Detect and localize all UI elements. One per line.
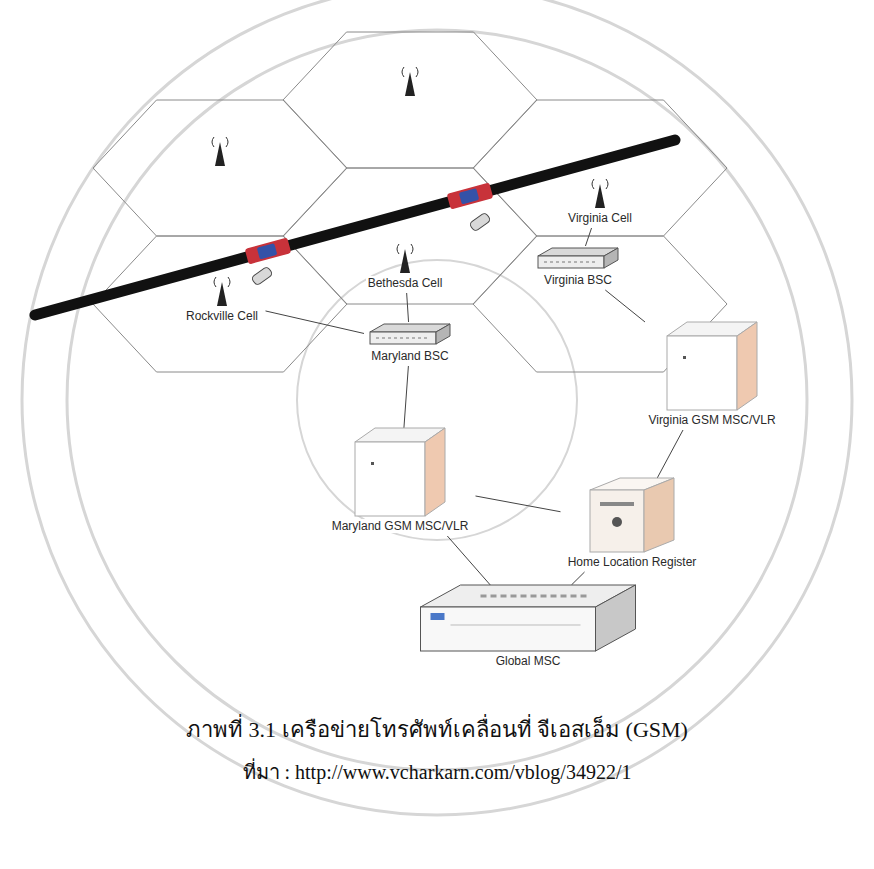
base-station-controller: Maryland BSC bbox=[364, 322, 456, 366]
figure-caption: ภาพที่ 3.1 เครือข่ายโทรศัพท์เคลื่อนที่ จ… bbox=[0, 712, 874, 747]
node-label: Virginia Cell bbox=[565, 211, 635, 226]
extra-cell-towers bbox=[212, 67, 418, 166]
network-link bbox=[476, 496, 561, 512]
icon-spacer bbox=[565, 178, 635, 211]
node-label-text: Bethesda Cell bbox=[366, 276, 445, 290]
watermark-seal bbox=[22, 0, 852, 815]
node-label: Rockville Cell bbox=[183, 309, 262, 324]
node-label: Virginia GSM MSC/VLR bbox=[645, 413, 779, 428]
cell-site: Rockville Cell bbox=[179, 276, 266, 326]
mobile-phone-icon bbox=[251, 266, 273, 286]
node-label: Virginia BSC bbox=[537, 273, 619, 288]
icon-spacer bbox=[365, 243, 446, 276]
network-link bbox=[447, 536, 490, 585]
icon-spacer bbox=[537, 246, 619, 273]
cell-site: Virginia Cell bbox=[561, 178, 639, 228]
network-link bbox=[407, 293, 409, 322]
global-msc-icon bbox=[421, 585, 636, 651]
node-label: Maryland BSC bbox=[368, 349, 452, 364]
icon-spacer bbox=[420, 585, 637, 654]
msc-cube-icon bbox=[667, 322, 757, 410]
car-icon bbox=[447, 182, 494, 209]
network-link bbox=[266, 311, 365, 334]
highway-road bbox=[35, 140, 675, 315]
bsc-icon bbox=[538, 248, 618, 268]
msc-vlr: Maryland GSM MSC/VLR bbox=[325, 428, 476, 536]
network-link bbox=[585, 228, 591, 246]
node-label-text: Virginia BSC bbox=[542, 273, 614, 287]
network-link bbox=[571, 572, 584, 585]
network-link bbox=[605, 290, 645, 322]
msc-cube-icon bbox=[355, 428, 445, 516]
hlr-server-icon bbox=[590, 478, 674, 552]
network-link bbox=[404, 366, 408, 428]
node-label: Home Location Register bbox=[565, 555, 700, 570]
cell-tower-icon bbox=[592, 179, 608, 208]
node-label-text: Virginia Cell bbox=[566, 211, 634, 225]
network-link bbox=[657, 430, 683, 478]
icon-spacer bbox=[183, 276, 262, 309]
node-label-text: Rockville Cell bbox=[184, 309, 260, 323]
node-label-text: Home Location Register bbox=[566, 555, 699, 569]
node-label: Global MSC bbox=[420, 654, 637, 669]
car-icon bbox=[245, 237, 292, 264]
bsc-icon bbox=[370, 324, 450, 344]
icon-spacer bbox=[645, 322, 779, 413]
cell-hexagons bbox=[93, 32, 727, 372]
node-label-text: Maryland GSM MSC/VLR bbox=[330, 519, 471, 533]
mobile-phone-icon bbox=[469, 212, 491, 232]
node-label-text: Maryland BSC bbox=[369, 349, 450, 363]
node-label-text: Virginia GSM MSC/VLR bbox=[646, 413, 777, 427]
icon-spacer bbox=[565, 478, 700, 555]
node-label-text: Global MSC bbox=[494, 654, 563, 668]
cell-site: Bethesda Cell bbox=[361, 243, 450, 293]
node-label: Bethesda Cell bbox=[365, 276, 446, 291]
base-station-controller: Virginia BSC bbox=[533, 246, 623, 290]
global-msc: Global MSC bbox=[416, 585, 641, 671]
node-label: Maryland GSM MSC/VLR bbox=[329, 519, 472, 534]
cell-tower-icon bbox=[397, 244, 413, 273]
home-location-register: Home Location Register bbox=[561, 478, 704, 572]
cell-tower-icon bbox=[214, 277, 230, 306]
source-note: ที่มา : http://www.vcharkarn.com/vblog/3… bbox=[0, 756, 874, 788]
icon-spacer bbox=[329, 428, 472, 519]
msc-vlr: Virginia GSM MSC/VLR bbox=[641, 322, 783, 430]
icon-spacer bbox=[368, 322, 452, 349]
